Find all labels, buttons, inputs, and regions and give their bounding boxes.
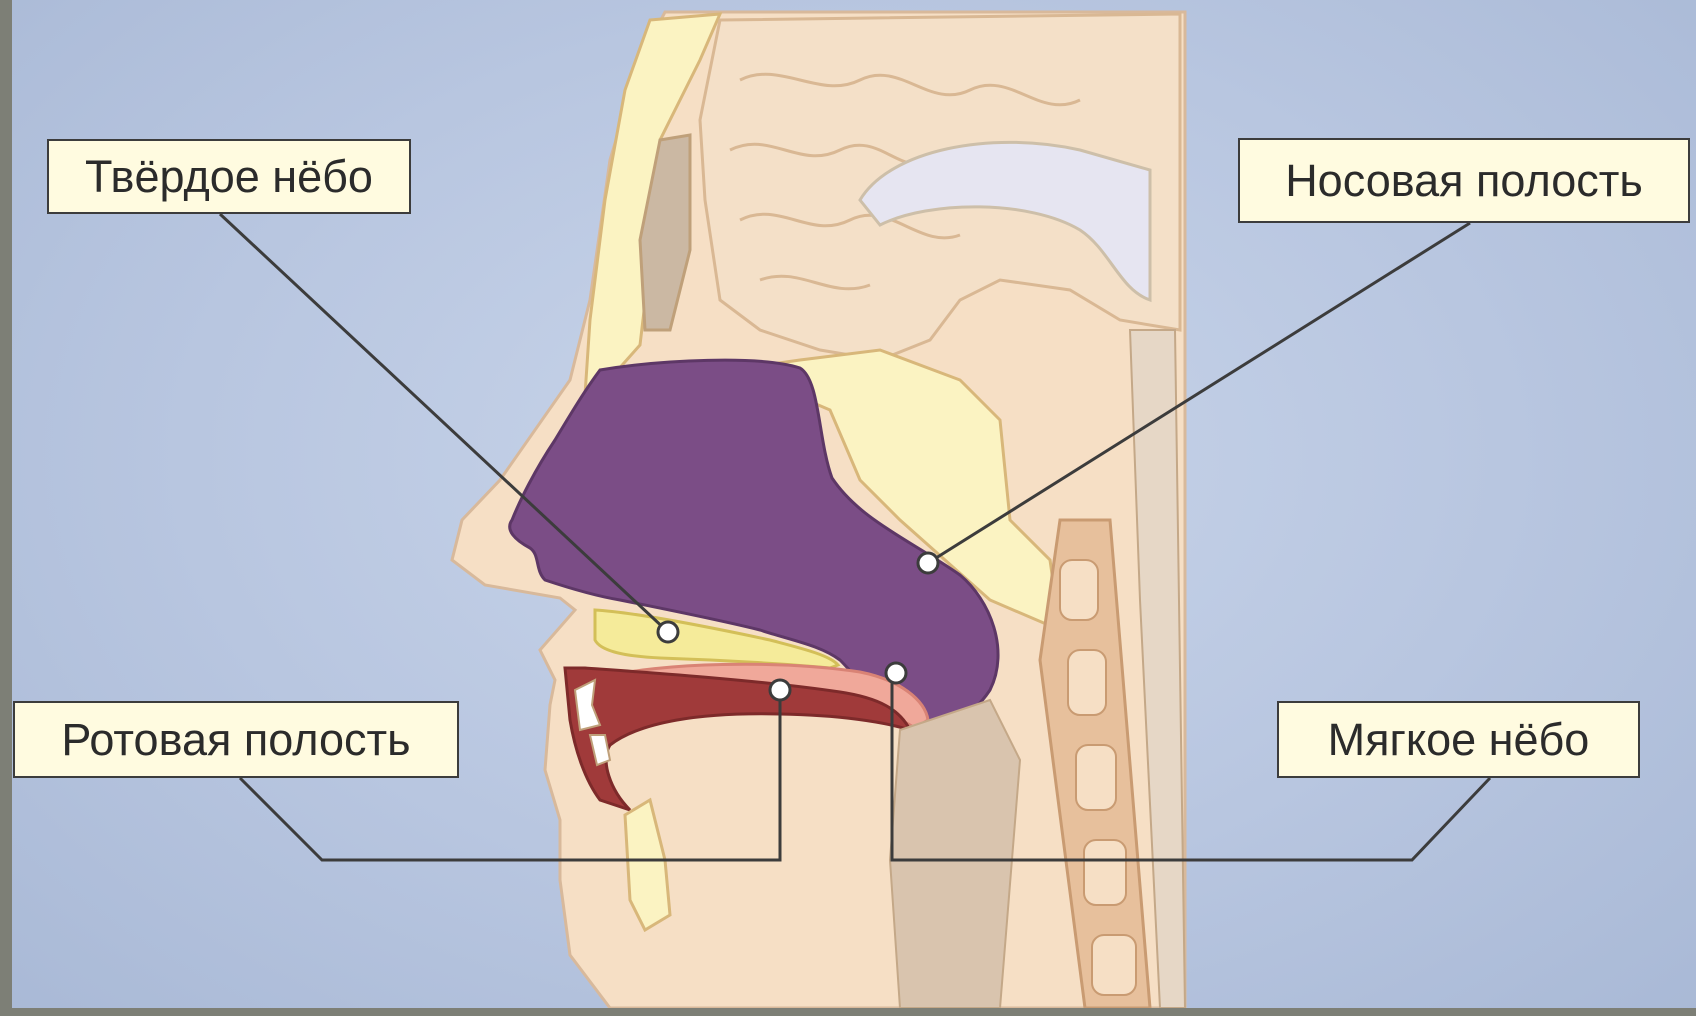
pointer-dot-soft-palate <box>886 663 906 683</box>
pharynx-tissue <box>890 700 1020 1008</box>
label-hard-palate: Твёрдое нёбо <box>47 139 411 214</box>
pointer-dot-oral-cavity <box>770 680 790 700</box>
label-soft-palate: Мягкое нёбо <box>1277 701 1640 778</box>
bottom-edge-strip <box>0 1008 1696 1016</box>
pointer-dot-hard-palate <box>658 622 678 642</box>
label-nasal-cavity: Носовая полость <box>1238 138 1690 223</box>
label-oral-cavity: Ротовая полость <box>13 701 459 778</box>
pointer-dot-nasal-cavity <box>918 553 938 573</box>
